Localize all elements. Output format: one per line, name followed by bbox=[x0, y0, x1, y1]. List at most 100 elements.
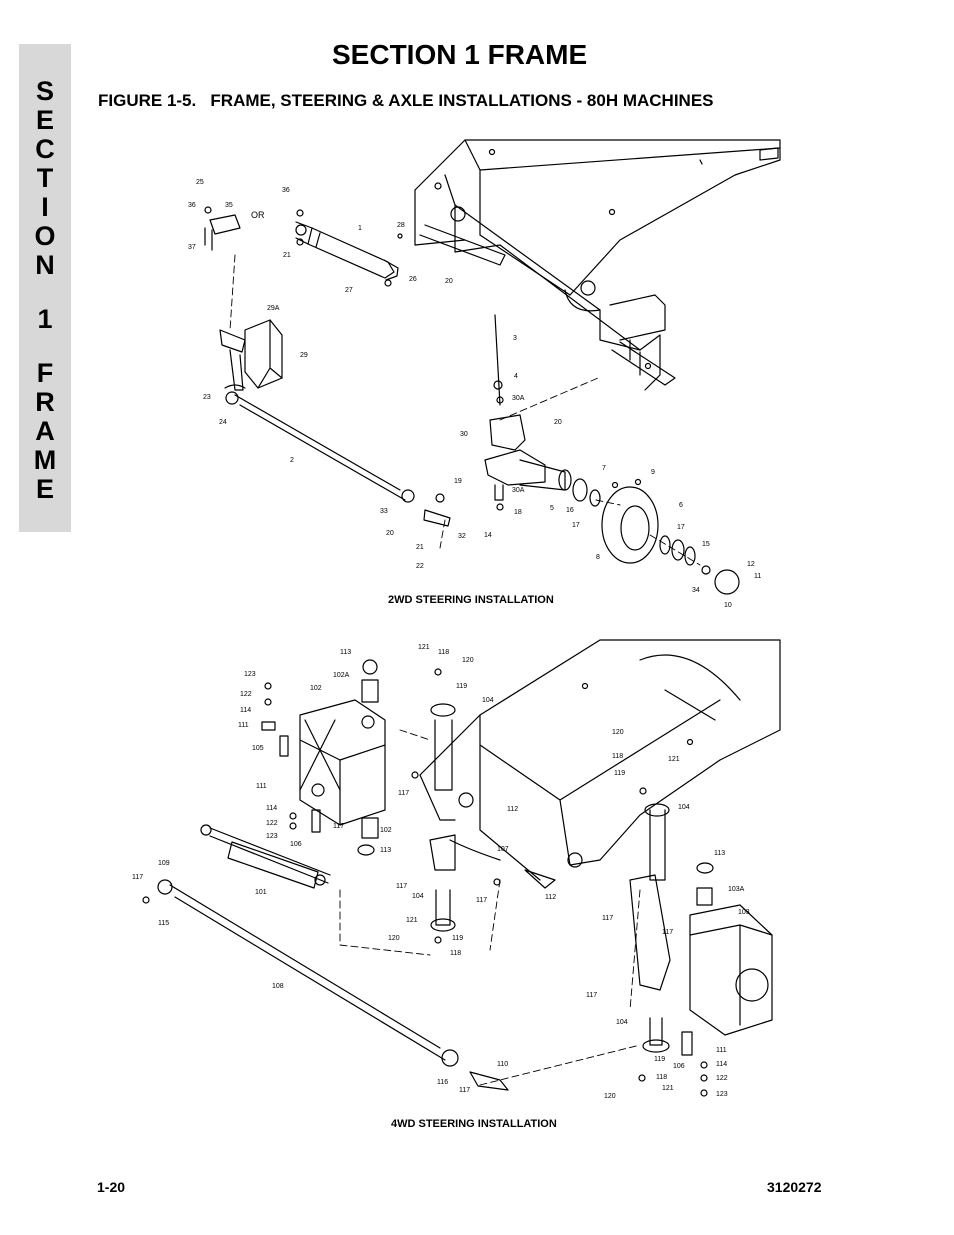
part-label: 117 bbox=[662, 929, 673, 936]
steering-cylinder-4wd bbox=[200, 824, 331, 889]
part-label: 122 bbox=[240, 691, 252, 698]
side-tab-letter: I bbox=[41, 192, 49, 222]
document-number: 3120272 bbox=[767, 1179, 822, 1195]
part-label: 120 bbox=[388, 935, 400, 942]
part-label: 123 bbox=[244, 671, 256, 678]
part-label: 104 bbox=[482, 697, 494, 704]
side-tab-letter: T bbox=[36, 163, 54, 193]
part-label: 114 bbox=[240, 707, 251, 714]
side-tab-letter: R bbox=[35, 387, 55, 417]
part-label: 2 bbox=[290, 457, 294, 464]
page-title: SECTION 1 FRAME bbox=[332, 39, 588, 70]
part-label: 20 bbox=[445, 278, 453, 285]
frame-4wd bbox=[419, 639, 781, 881]
spindle-knuckle-2wd bbox=[484, 314, 566, 511]
part-label: 17 bbox=[572, 522, 580, 529]
part-label: 103 bbox=[738, 909, 750, 916]
part-label: 119 bbox=[614, 770, 625, 777]
part-label: 6 bbox=[679, 502, 683, 509]
part-label: 120 bbox=[604, 1093, 616, 1100]
part-label: 118 bbox=[656, 1074, 667, 1081]
part-label: 27 bbox=[345, 287, 353, 294]
part-label: 11 bbox=[754, 573, 761, 580]
part-label: 22 bbox=[416, 563, 424, 570]
part-label: 123 bbox=[716, 1091, 728, 1098]
part-label: 123 bbox=[266, 833, 278, 840]
part-label: 18 bbox=[514, 509, 522, 516]
part-labels-2wd: 25 36 35 37 36 1 28 21 26 27 20 29A 29 2… bbox=[188, 179, 761, 609]
section-side-tab: S E C T I O N 1 F R A M E bbox=[19, 44, 71, 532]
part-label: 7 bbox=[602, 465, 606, 472]
part-label: 10 bbox=[724, 602, 732, 609]
part-label: 117 bbox=[459, 1087, 470, 1094]
part-label: 28 bbox=[397, 222, 405, 229]
part-label: 36 bbox=[188, 202, 196, 209]
part-label: 111 bbox=[238, 722, 249, 729]
part-label: 23 bbox=[203, 394, 211, 401]
part-label: 1 bbox=[358, 225, 362, 232]
side-tab-letter: C bbox=[35, 134, 55, 164]
part-label: 113 bbox=[714, 850, 725, 857]
part-label: 104 bbox=[616, 1019, 628, 1026]
part-label: 111 bbox=[256, 783, 267, 790]
assembly-leaders-2wd bbox=[229, 254, 701, 566]
part-label: 5 bbox=[550, 505, 554, 512]
part-label: 117 bbox=[396, 883, 407, 890]
part-label: 121 bbox=[668, 756, 680, 763]
part-label: 107 bbox=[497, 846, 509, 853]
part-label: 119 bbox=[452, 935, 463, 942]
part-label: 121 bbox=[418, 644, 430, 651]
part-label: 117 bbox=[132, 874, 143, 881]
part-label: 102 bbox=[310, 685, 322, 692]
part-label: 104 bbox=[678, 804, 690, 811]
part-label: 119 bbox=[654, 1056, 665, 1063]
part-label: 30A bbox=[512, 395, 525, 402]
part-label: 15 bbox=[702, 541, 710, 548]
part-label: 110 bbox=[497, 1061, 508, 1068]
part-label: 4 bbox=[514, 373, 518, 380]
part-label: 35 bbox=[225, 202, 233, 209]
figure-title: FIGURE 1-5. FRAME, STEERING & AXLE INSTA… bbox=[98, 91, 714, 110]
knuckle-housing-4wd bbox=[629, 787, 773, 1097]
tie-rod-4wd bbox=[142, 879, 509, 1091]
steering-arm-2wd bbox=[219, 319, 283, 391]
part-label: 12 bbox=[747, 561, 755, 568]
part-label: 8 bbox=[596, 554, 600, 561]
part-label: 122 bbox=[266, 820, 278, 827]
part-label: 33 bbox=[380, 508, 388, 515]
part-label: 117 bbox=[398, 790, 409, 797]
part-label: 121 bbox=[662, 1085, 674, 1092]
part-label: 9 bbox=[651, 469, 655, 476]
part-label: 118 bbox=[612, 753, 623, 760]
part-label: 29A bbox=[267, 305, 280, 312]
part-label: 24 bbox=[219, 419, 227, 426]
page-number: 1-20 bbox=[97, 1179, 126, 1195]
part-label: 114 bbox=[266, 805, 277, 812]
part-label: 118 bbox=[438, 649, 449, 656]
or-annotation: OR bbox=[251, 210, 265, 220]
part-labels-4wd: 113 102A 121 118 120 123 102 119 104 122… bbox=[132, 644, 750, 1100]
part-label: 108 bbox=[272, 983, 284, 990]
part-label: 103A bbox=[728, 886, 745, 893]
assembly-leaders-4wd bbox=[339, 729, 641, 1086]
part-label: 102 bbox=[380, 827, 392, 834]
part-label: 113 bbox=[340, 649, 351, 656]
part-label: 32 bbox=[458, 533, 466, 540]
side-tab-letter: O bbox=[34, 221, 56, 251]
part-label: 120 bbox=[612, 729, 624, 736]
part-label: 109 bbox=[158, 860, 170, 867]
part-label: 112 bbox=[507, 806, 518, 813]
part-label: 115 bbox=[158, 920, 169, 927]
part-label: 111 bbox=[716, 1047, 727, 1054]
caption-2wd: 2WD STEERING INSTALLATION bbox=[388, 594, 554, 606]
part-label: 36 bbox=[282, 187, 290, 194]
part-label: 106 bbox=[290, 841, 302, 848]
part-label: 104 bbox=[412, 893, 424, 900]
frame-2wd bbox=[414, 139, 781, 391]
part-label: 34 bbox=[692, 587, 700, 594]
part-label: 21 bbox=[416, 544, 424, 551]
part-label: 16 bbox=[566, 507, 574, 514]
part-label: 26 bbox=[409, 276, 417, 283]
steering-cylinder-2wd bbox=[204, 206, 403, 287]
